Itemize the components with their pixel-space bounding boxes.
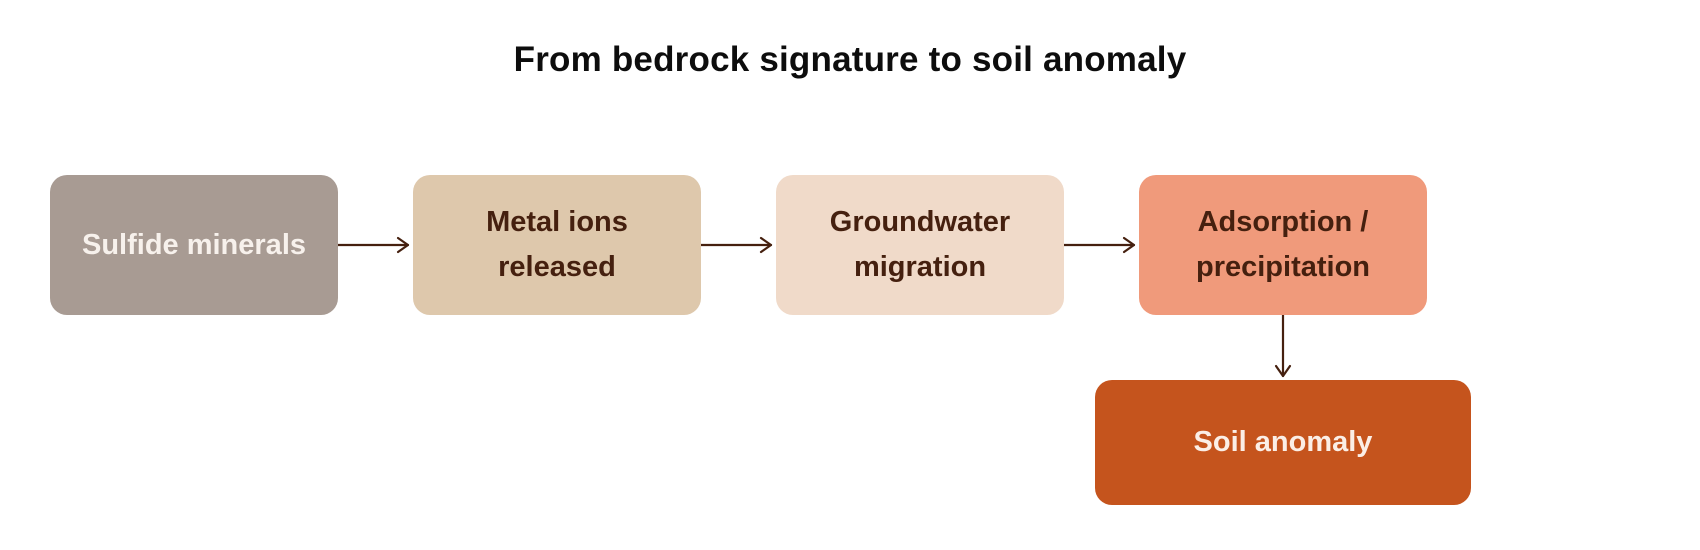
node-soil-anomaly: Soil anomaly [1095,380,1471,505]
diagram-title: From bedrock signature to soil anomaly [513,40,1187,79]
node-label: Metal ions released [486,206,628,283]
node-metal-ions-released: Metal ions released [413,175,701,315]
node-sulfide-minerals: Sulfide minerals [50,175,338,315]
node-label: Groundwater migration [829,206,1011,283]
node-groundwater-migration: Groundwater migration [776,175,1064,315]
node-adsorption-precipitation: Adsorption / precipitation [1139,175,1427,315]
node-label: Soil anomaly [1193,426,1373,458]
arrow-groundwater-to-adsorption [1062,236,1136,254]
arrow-metal-ions-to-groundwater [699,236,773,254]
node-label: Adsorption / precipitation [1195,206,1370,283]
arrow-adsorption-to-soil-anomaly [1274,313,1292,378]
arrow-sulfide-to-metal-ions [336,236,410,254]
node-label: Sulfide minerals [81,228,306,261]
